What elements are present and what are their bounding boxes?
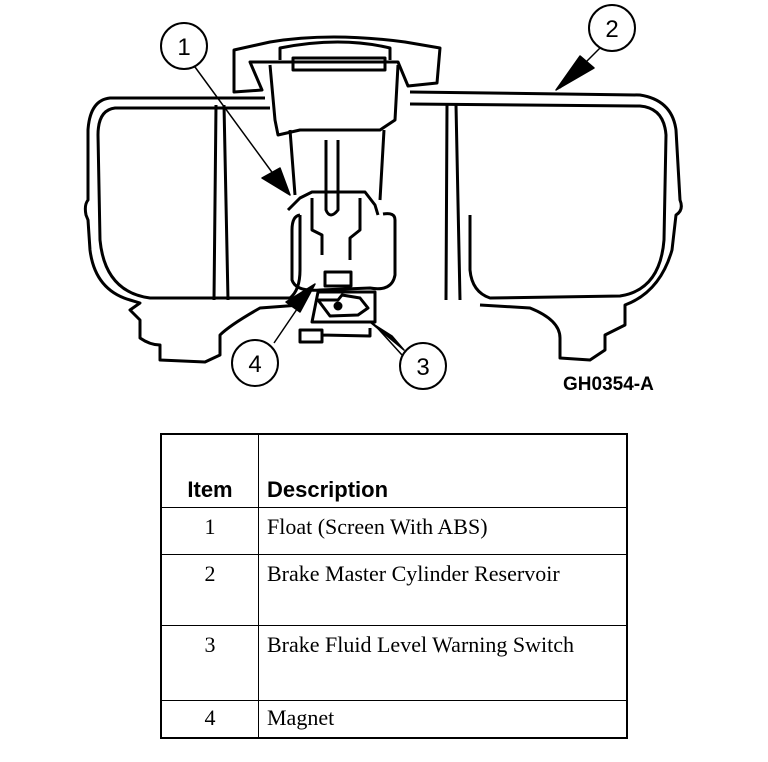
callout-circle-2 xyxy=(588,4,636,52)
left-rib xyxy=(212,104,230,301)
reservoir-diagram: 1 2 3 4 xyxy=(83,4,683,390)
right-rib xyxy=(444,104,462,301)
float xyxy=(286,190,397,292)
arrowhead-4 xyxy=(285,283,316,313)
filler-neck xyxy=(268,64,400,137)
warning-switch xyxy=(310,290,377,324)
switch-pin xyxy=(333,301,343,311)
table-header-row: Item Description xyxy=(160,433,628,508)
reservoir-inner xyxy=(96,102,668,300)
item-number: 2 xyxy=(160,554,259,626)
reservoir-outline xyxy=(83,90,683,364)
item-description: Brake Master Cylinder Reservoir xyxy=(258,554,628,626)
item-description: Magnet xyxy=(258,700,628,739)
item-number: 4 xyxy=(160,700,259,739)
table-row: 1 Float (Screen With ABS) xyxy=(160,507,628,555)
magnet xyxy=(323,270,353,288)
arrowhead-2 xyxy=(555,55,595,91)
callout-label-4: 4 xyxy=(248,351,261,378)
item-description: Brake Fluid Level Warning Switch xyxy=(258,625,628,701)
table-row: 2 Brake Master Cylinder Reservoir xyxy=(160,554,628,626)
float-inner xyxy=(310,198,362,260)
callout-circle-1 xyxy=(160,22,208,70)
header-description: Description xyxy=(258,433,628,508)
callout-circle-4 xyxy=(231,339,279,387)
callout-label-2: 2 xyxy=(605,16,618,43)
arrowhead-3 xyxy=(369,321,405,351)
item-number: 3 xyxy=(160,625,259,701)
item-number: 1 xyxy=(160,507,259,555)
legend-table: Item Description 1 Float (Screen With AB… xyxy=(160,433,628,739)
switch-base xyxy=(298,328,372,344)
callout-leaders xyxy=(194,47,601,356)
filler-cap xyxy=(232,35,442,94)
table-row: 4 Magnet xyxy=(160,700,628,739)
callout-label-1: 1 xyxy=(177,34,190,61)
arrowhead-1 xyxy=(261,167,291,196)
cap-top xyxy=(278,40,392,72)
callout-circle-3 xyxy=(399,342,447,390)
callout-label-3: 3 xyxy=(416,354,429,381)
item-description: Float (Screen With ABS) xyxy=(258,507,628,555)
table-row: 3 Brake Fluid Level Warning Switch xyxy=(160,625,628,701)
float-stem xyxy=(288,129,386,217)
header-item: Item xyxy=(160,433,259,508)
figure-id-label: GH0354-A xyxy=(563,374,654,395)
